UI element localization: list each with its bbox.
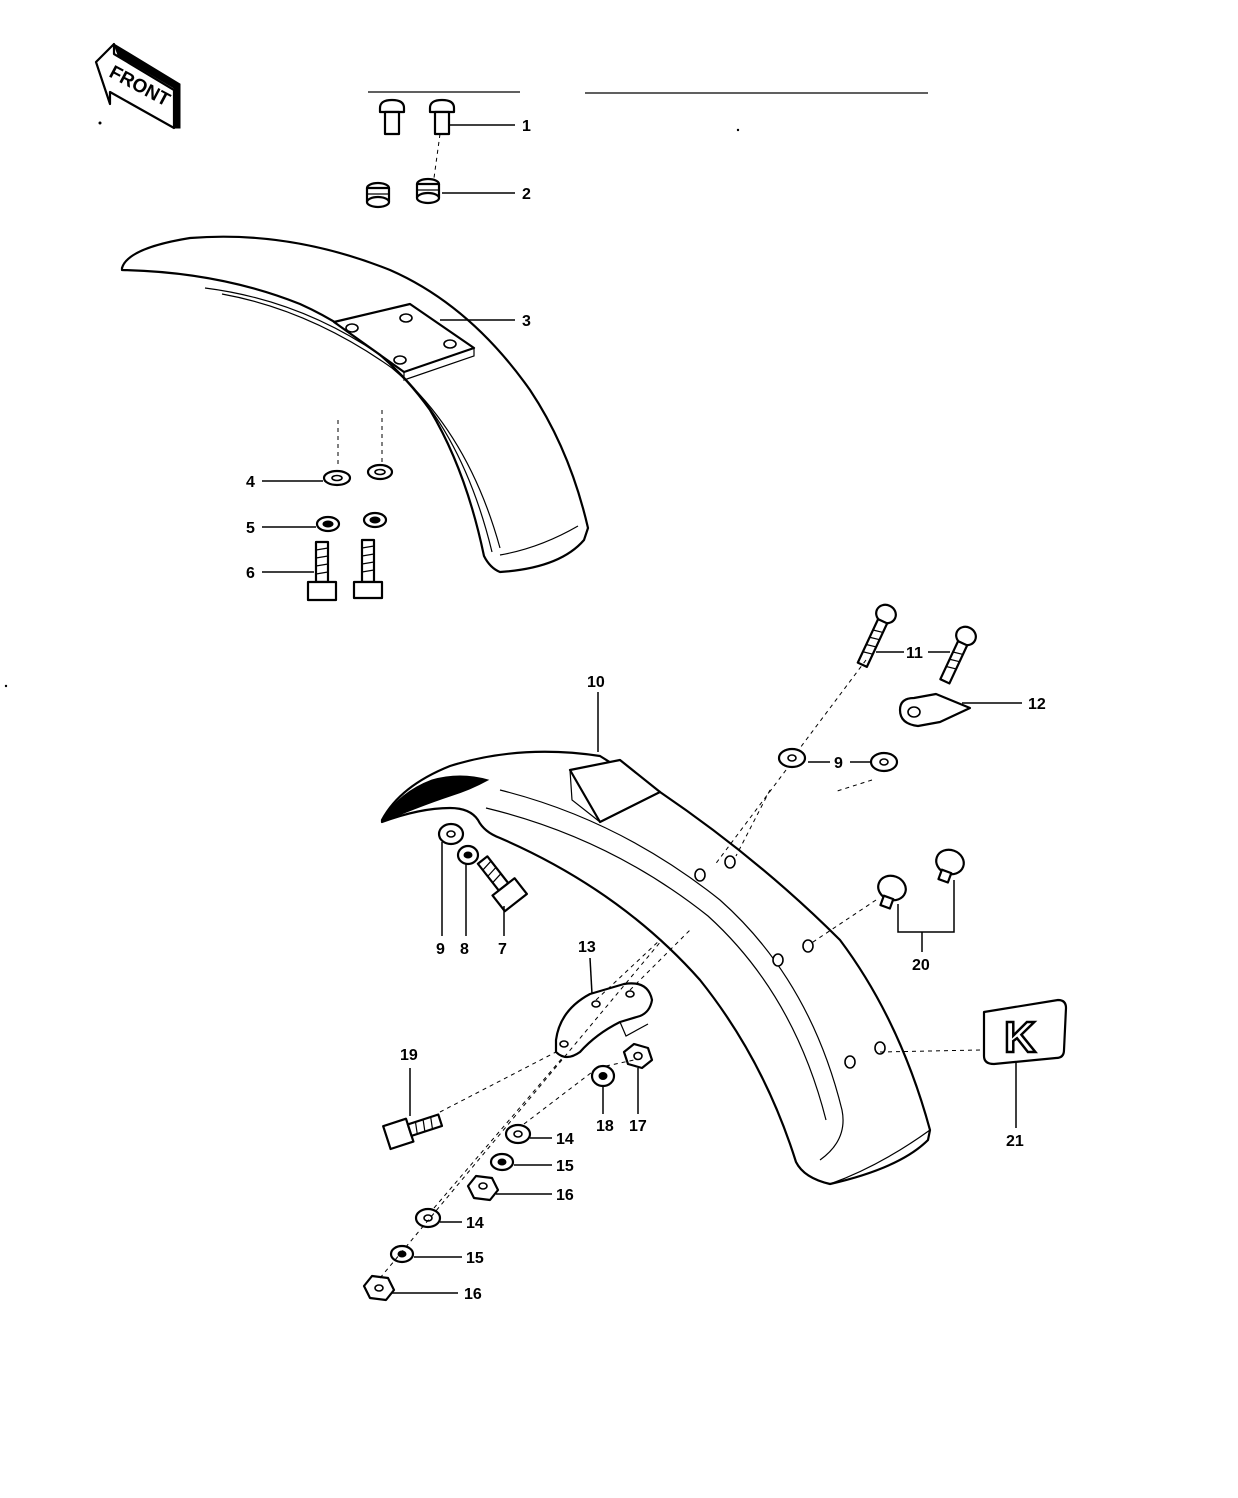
callout-12: 12 xyxy=(1028,696,1046,713)
part-14-lower-washer-icon xyxy=(414,1207,442,1229)
callout-17: 17 xyxy=(629,1118,647,1135)
part-8-lock-washer-icon xyxy=(456,844,480,866)
part-15-lock-washer-icon xyxy=(489,1152,515,1172)
part-6-bolt-icon xyxy=(306,538,384,602)
part-16-lower-nut-icon xyxy=(362,1274,396,1302)
callout-4: 4 xyxy=(246,474,255,491)
callout-10: 10 xyxy=(587,674,605,691)
part-9-washer-icon xyxy=(777,747,899,773)
callout-9b: 9 xyxy=(834,755,843,772)
part-13-bracket-icon xyxy=(554,982,654,1059)
part-5-lock-washer-icon xyxy=(315,511,388,533)
callout-2: 2 xyxy=(522,186,531,203)
callout-20: 20 xyxy=(912,957,930,974)
part-19-bolt-icon xyxy=(382,1113,444,1151)
callout-14a: 14 xyxy=(556,1131,574,1148)
front-arrow-icon: FRONT xyxy=(94,42,181,130)
header-rule xyxy=(368,91,928,94)
part-20-knob-icon xyxy=(877,848,965,910)
callout-3: 3 xyxy=(522,313,531,330)
callout-14b: 14 xyxy=(466,1215,484,1232)
callout-5: 5 xyxy=(246,520,255,537)
callout-16a: 16 xyxy=(556,1187,574,1204)
part-17-nut-icon xyxy=(622,1042,654,1070)
part-7-bolt-icon xyxy=(476,855,528,913)
part-15-lower-lock-washer-icon xyxy=(389,1244,415,1264)
callout-1: 1 xyxy=(522,118,531,135)
part-21-emblem-icon: K xyxy=(982,998,1068,1066)
callout-6: 6 xyxy=(246,565,255,582)
part-2-grommet-icon xyxy=(365,177,441,209)
part-1-bolt-icon xyxy=(378,98,456,136)
emblem-letter: K xyxy=(1004,1013,1036,1062)
callout-11: 11 xyxy=(906,645,923,662)
part-9-left-washer-icon xyxy=(437,822,465,846)
callout-21: 21 xyxy=(1006,1133,1024,1150)
part-14-washer-icon xyxy=(504,1123,532,1145)
part-12-clamp-icon xyxy=(898,692,972,728)
callout-15a: 15 xyxy=(556,1158,574,1175)
callout-13: 13 xyxy=(578,939,596,956)
part-4-washer-icon xyxy=(322,463,394,487)
callout-18: 18 xyxy=(596,1118,614,1135)
callout-16b: 16 xyxy=(464,1286,482,1303)
callout-7: 7 xyxy=(498,941,507,958)
callout-9a: 9 xyxy=(436,941,445,958)
callout-15b: 15 xyxy=(466,1250,484,1267)
part-11-bolt-icon xyxy=(856,603,977,685)
part-10-rear-fender xyxy=(380,750,932,1186)
callout-19: 19 xyxy=(400,1047,418,1064)
callout-8: 8 xyxy=(460,941,469,958)
part-16-nut-icon xyxy=(466,1174,500,1202)
part-3-front-fender xyxy=(120,235,590,574)
